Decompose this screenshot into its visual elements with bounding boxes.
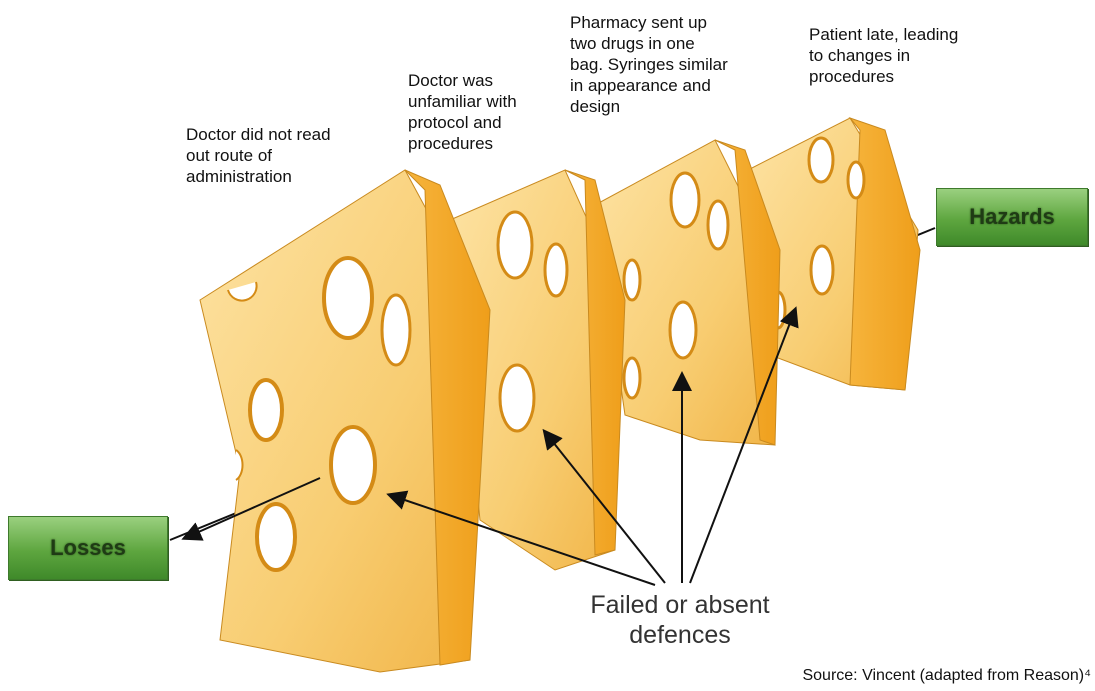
caption-layer-1: Doctor did not read out route of adminis… [186,124,331,187]
hazards-text: Hazards [969,204,1055,230]
source-note: Source: Vincent (adapted from Reason)⁴ [802,667,1091,685]
cheese-slice-1 [200,170,490,672]
hazards-label: Hazards [936,188,1088,246]
losses-label: Losses [8,516,168,580]
caption-layer-4: Patient late, leading to changes in proc… [809,24,958,87]
losses-text: Losses [50,535,126,561]
caption-layer-3: Pharmacy sent up two drugs in one bag. S… [570,12,728,117]
caption-layer-2: Doctor was unfamiliar with protocol and … [408,70,517,154]
failed-defences-label: Failed or absent defences [560,590,800,650]
